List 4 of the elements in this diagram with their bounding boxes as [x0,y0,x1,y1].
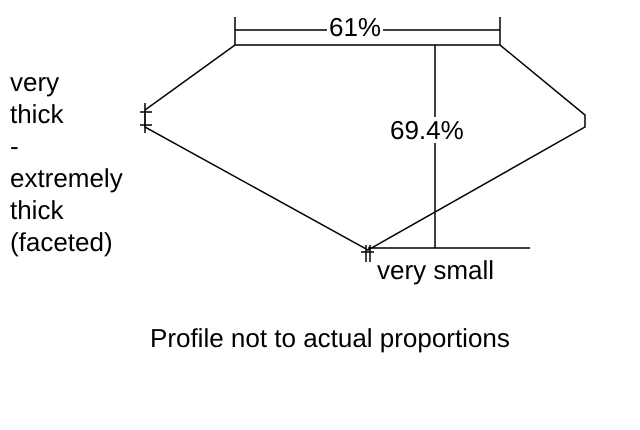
culet-label: very small [377,257,494,283]
measurement-label: 69.4% [388,117,466,143]
caption: Profile not to actual proportions [150,325,510,351]
girdle-label: very thick - extremely thick (faceted) [10,66,123,258]
